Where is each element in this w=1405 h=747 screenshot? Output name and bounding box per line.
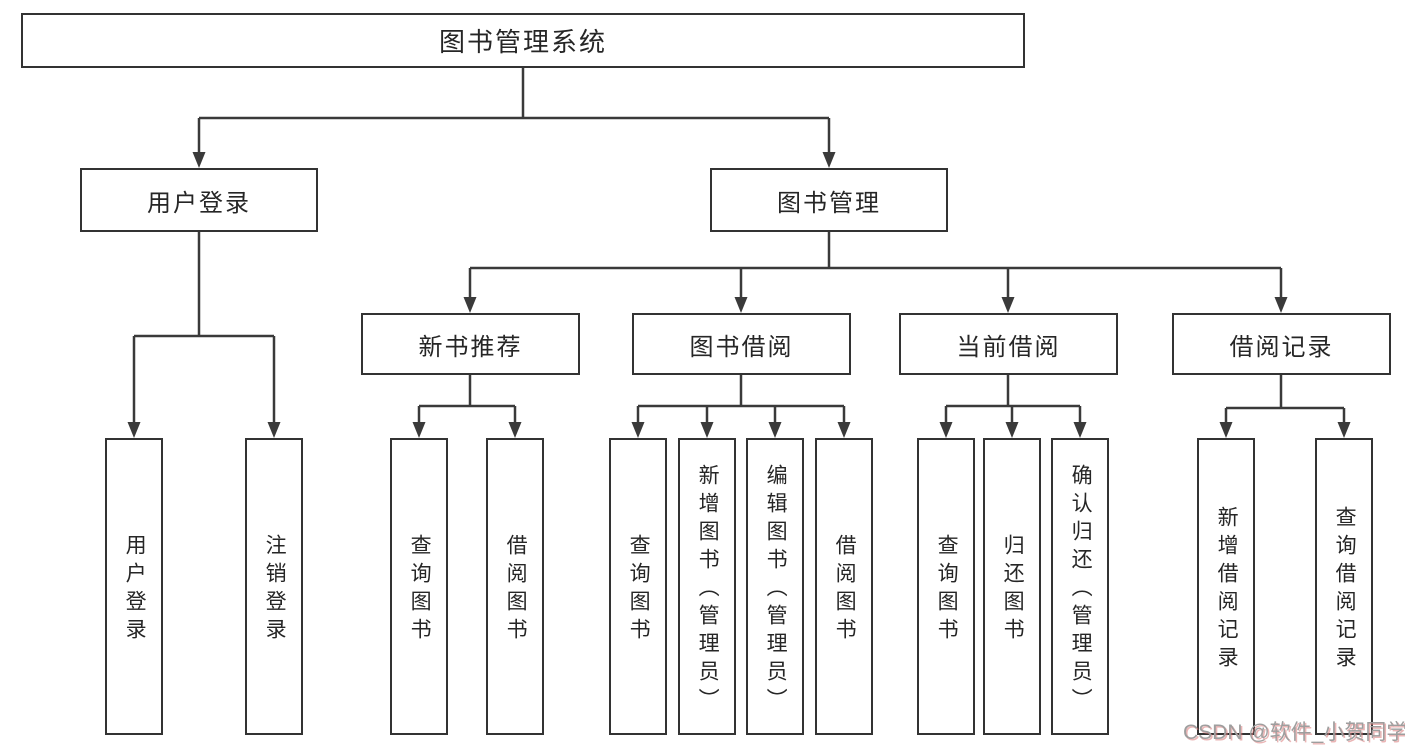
node-user-login-label: 用户登录 — [147, 189, 251, 217]
connector-login-to-leaves — [127, 232, 281, 438]
connector-current-to-leaves — [939, 375, 1087, 438]
connector-borrow-to-leaves — [631, 375, 851, 438]
leaf-confirm-return-admin-label: 确认归还（管理员） — [1069, 464, 1093, 716]
leaf-edit-book-admin-label: 编辑图书（管理员） — [764, 464, 788, 716]
leaf-confirm-return-admin: 确认归还（管理员） — [1051, 438, 1109, 735]
connector-mgmt-to-level3 — [463, 232, 1288, 313]
leaf-newbooks-query-books: 查询图书 — [390, 438, 448, 735]
leaf-borrow-borrow-book-label: 借阅图书 — [833, 534, 857, 646]
node-current-borrow-label: 当前借阅 — [956, 333, 1061, 361]
leaf-return-book: 归还图书 — [983, 438, 1041, 735]
leaf-newbooks-borrow-book-label: 借阅图书 — [504, 534, 528, 646]
node-book-borrow: 图书借阅 — [632, 313, 851, 375]
leaf-borrow-query-books-label: 查询图书 — [627, 534, 651, 646]
node-new-book-recommend-label: 新书推荐 — [418, 333, 523, 361]
leaf-query-borrow-record-label: 查询借阅记录 — [1333, 506, 1357, 674]
node-borrow-records: 借阅记录 — [1172, 313, 1391, 375]
leaf-user-login: 用户登录 — [105, 438, 163, 735]
connector-root-to-level2 — [192, 68, 836, 168]
node-current-borrow: 当前借阅 — [899, 313, 1118, 375]
leaf-add-book-admin-label: 新增图书（管理员） — [696, 464, 720, 716]
leaf-logout: 注销登录 — [245, 438, 303, 735]
leaf-user-login-label: 用户登录 — [123, 534, 147, 646]
node-user-login: 用户登录 — [80, 168, 318, 232]
leaf-add-book-admin: 新增图书（管理员） — [678, 438, 736, 735]
leaf-newbooks-query-books-label: 查询图书 — [408, 534, 432, 646]
leaf-add-borrow-record: 新增借阅记录 — [1197, 438, 1255, 735]
leaf-borrow-borrow-book: 借阅图书 — [815, 438, 873, 735]
node-book-management-label: 图书管理 — [777, 189, 881, 217]
leaf-current-query-books: 查询图书 — [917, 438, 975, 735]
connector-records-to-leaves — [1219, 375, 1351, 438]
node-book-management: 图书管理 — [710, 168, 948, 232]
leaf-add-borrow-record-label: 新增借阅记录 — [1215, 506, 1239, 674]
connector-newbooks-to-leaves — [412, 375, 522, 438]
csdn-watermark: CSDN @软件_小贺同学 — [1183, 721, 1405, 744]
node-root-label: 图书管理系统 — [438, 27, 607, 57]
node-borrow-records-label: 借阅记录 — [1229, 333, 1334, 361]
leaf-current-query-books-label: 查询图书 — [935, 534, 959, 646]
leaf-newbooks-borrow-book: 借阅图书 — [486, 438, 544, 735]
leaf-query-borrow-record: 查询借阅记录 — [1315, 438, 1373, 735]
leaf-edit-book-admin: 编辑图书（管理员） — [746, 438, 804, 735]
node-book-borrow-label: 图书借阅 — [689, 333, 794, 361]
leaf-return-book-label: 归还图书 — [1001, 534, 1025, 646]
node-new-book-recommend: 新书推荐 — [361, 313, 580, 375]
leaf-borrow-query-books: 查询图书 — [609, 438, 667, 735]
node-root: 图书管理系统 — [21, 13, 1025, 68]
leaf-logout-label: 注销登录 — [263, 534, 287, 646]
